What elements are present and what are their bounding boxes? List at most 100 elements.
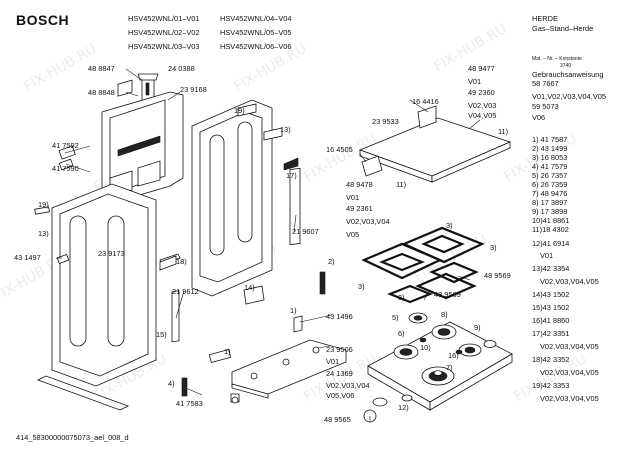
index-marker: 14) (244, 283, 255, 292)
part-number-callout: 23 9506 (326, 345, 353, 354)
part-number-callout: 48 9478 (346, 180, 373, 189)
index-marker: 11) (396, 180, 407, 189)
part-number-callout: 23 9533 (372, 117, 399, 126)
lid-hinge-part (417, 105, 437, 129)
part-number-callout: 24 1369 (326, 369, 353, 378)
list-item: 14)43 1502 (532, 290, 570, 299)
list-item-version: V02,V03,V04,V05 (540, 394, 599, 403)
index-marker: 13) (38, 229, 49, 238)
version-callout: V01 (326, 357, 340, 366)
list-item: 19)42 3353 (532, 381, 570, 390)
index-marker: 10) (420, 343, 431, 352)
list-item: 18)42 3352 (532, 355, 570, 364)
list-item: 17)42 3351 (532, 329, 570, 338)
part-number-callout: 21 9612 (172, 287, 199, 296)
burner-cap-part (413, 315, 423, 321)
list-item: 15)43 1502 (532, 303, 570, 312)
nozzle-part (419, 337, 427, 343)
nozzle-part (372, 397, 388, 407)
model-code: HSV452WNL/06–V06 (220, 42, 292, 51)
index-marker: 12) (398, 403, 409, 412)
model-code: HSV452WNL/04–V04 (220, 14, 292, 23)
list-item: 4) 41 7579 (532, 162, 568, 171)
index-marker: 3) (398, 293, 405, 302)
index-marker: 5) (392, 313, 399, 322)
part-number-callout: 48 9569 (434, 290, 461, 299)
small-clip-part (237, 103, 257, 117)
model-code: HSV452WNL/01–V01 (128, 14, 200, 23)
list-item: 7) 48 9476 (532, 189, 568, 198)
left-side-panel-part (51, 183, 157, 387)
version-callout: V02,V03,V04 (346, 217, 390, 226)
rear-panel-part (101, 79, 184, 207)
foot-part (230, 393, 240, 404)
part-number-callout: 21 9607 (292, 227, 319, 236)
index-marker: 6) (398, 329, 405, 338)
small-clip-part (293, 315, 303, 333)
small-clip-part (159, 255, 177, 271)
part-number-callout: 24 0388 (168, 64, 195, 73)
index-marker: 1) (290, 306, 297, 315)
document-footer-code: 414_58300000075073_ael_008_d (16, 433, 129, 442)
manual-number: 58 7667 (532, 79, 559, 88)
part-number-callout: 41 7592 (52, 141, 79, 150)
index-marker: 17) (286, 171, 297, 180)
part-number-callout: 48 9565 (324, 415, 351, 424)
index-marker: 8) (441, 310, 448, 319)
part-number-callout: 23 9168 (180, 85, 207, 94)
index-marker: 3) (358, 282, 365, 291)
list-item: 1) 41 7587 (532, 135, 568, 144)
index-marker: 19) (234, 106, 245, 115)
material-number-label: Mat. – Nr. – Konstante (532, 56, 582, 62)
index-marker: 19) (38, 200, 49, 209)
burner-cap-part (483, 340, 497, 348)
nozzle-part (401, 394, 413, 402)
hob-plate-part (367, 321, 513, 411)
appliance-category: HERDE (532, 14, 558, 23)
index-marker: 7) (446, 363, 453, 372)
nozzle-part (455, 349, 463, 355)
index-marker: 13) (280, 125, 291, 134)
index-marker: 18) (176, 257, 187, 266)
index-marker: 15) (156, 330, 167, 339)
index-marker: 3) (490, 243, 497, 252)
part-number-callout: 41 7583 (176, 399, 203, 408)
list-item: 12)41 6914 (532, 239, 570, 248)
part-number-callout: 41 7590 (52, 164, 79, 173)
part-number-callout: 48 8847 (88, 64, 115, 73)
lid-hinge-part (361, 155, 383, 177)
index-marker: 1) (224, 347, 231, 356)
list-item-version: V02,V03,V04,V05 (540, 277, 599, 286)
bottom-tray-part (231, 339, 347, 399)
version-callout: V02,V03,V04 (326, 381, 370, 390)
hinge-part (319, 271, 326, 295)
version-callout: V01 (468, 77, 482, 86)
part-number-callout: 43 1497 (14, 253, 41, 262)
small-clip-part (283, 157, 299, 171)
list-item: 16)41 8860 (532, 316, 570, 325)
index-marker: 3) (446, 221, 453, 230)
appliance-subcategory: Gas–Stand–Herde (532, 24, 594, 33)
list-item: 8) 17 3897 (532, 198, 568, 207)
clip-part (34, 206, 50, 215)
list-item: 11)18 4302 (532, 225, 569, 234)
manual-label: Gebrauchsanweisung (532, 70, 604, 79)
part-number-callout: 48 9569 (484, 271, 511, 280)
material-number-value: 3740 (560, 63, 572, 69)
version-callout: V04,V05 (468, 111, 497, 120)
list-item: 9) 17 3898 (532, 207, 568, 216)
part-number-callout: 16 4416 (412, 97, 439, 106)
index-marker: 9) (474, 323, 481, 332)
part-number-callout: 49 2360 (468, 88, 495, 97)
list-item: 2) 43 1499 (532, 144, 568, 153)
small-clip-part (263, 127, 283, 141)
version-callout: V05 (346, 230, 360, 239)
part-number-callout: 43 1496 (326, 312, 353, 321)
plinth-strip-part (36, 375, 130, 411)
small-clip-part (208, 349, 232, 363)
pan-support-grates (361, 226, 485, 304)
index-marker: 4) (168, 379, 175, 388)
part-number-callout: 23 9173 (98, 249, 125, 258)
list-item: 6) 26 7359 (532, 180, 568, 189)
